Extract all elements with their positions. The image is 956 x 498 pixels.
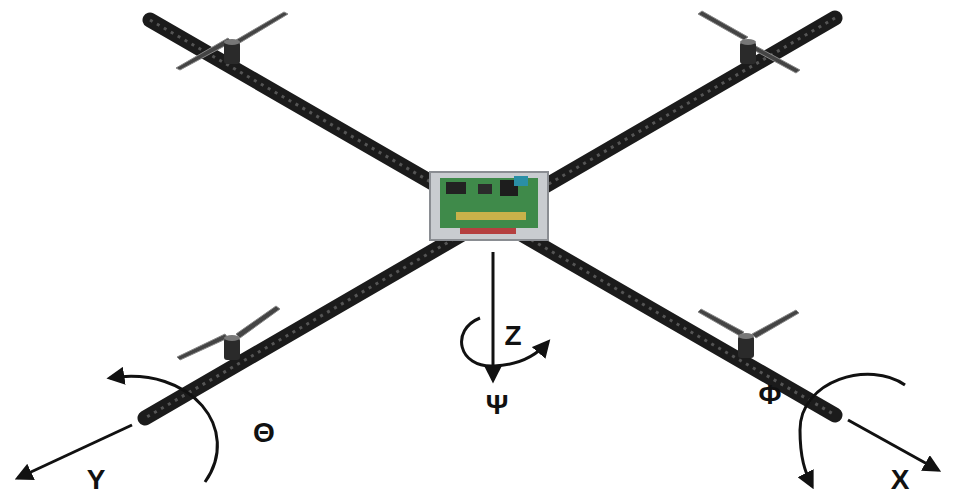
axis-label: Θ (253, 419, 275, 447)
frame-arms (145, 18, 835, 418)
axes (18, 252, 938, 486)
rotor-bottom-left (177, 306, 280, 360)
axis-label: X (891, 466, 910, 494)
rotor-top-right (698, 11, 800, 73)
axis-label: Z (504, 322, 521, 350)
rotor-bottom-right (698, 309, 799, 358)
flight-controller-board (430, 172, 548, 240)
rotor-top-left (176, 12, 288, 70)
axis-label: Φ (759, 381, 782, 409)
axis-label: Ψ (486, 391, 509, 419)
axis-label: Y (87, 466, 106, 494)
